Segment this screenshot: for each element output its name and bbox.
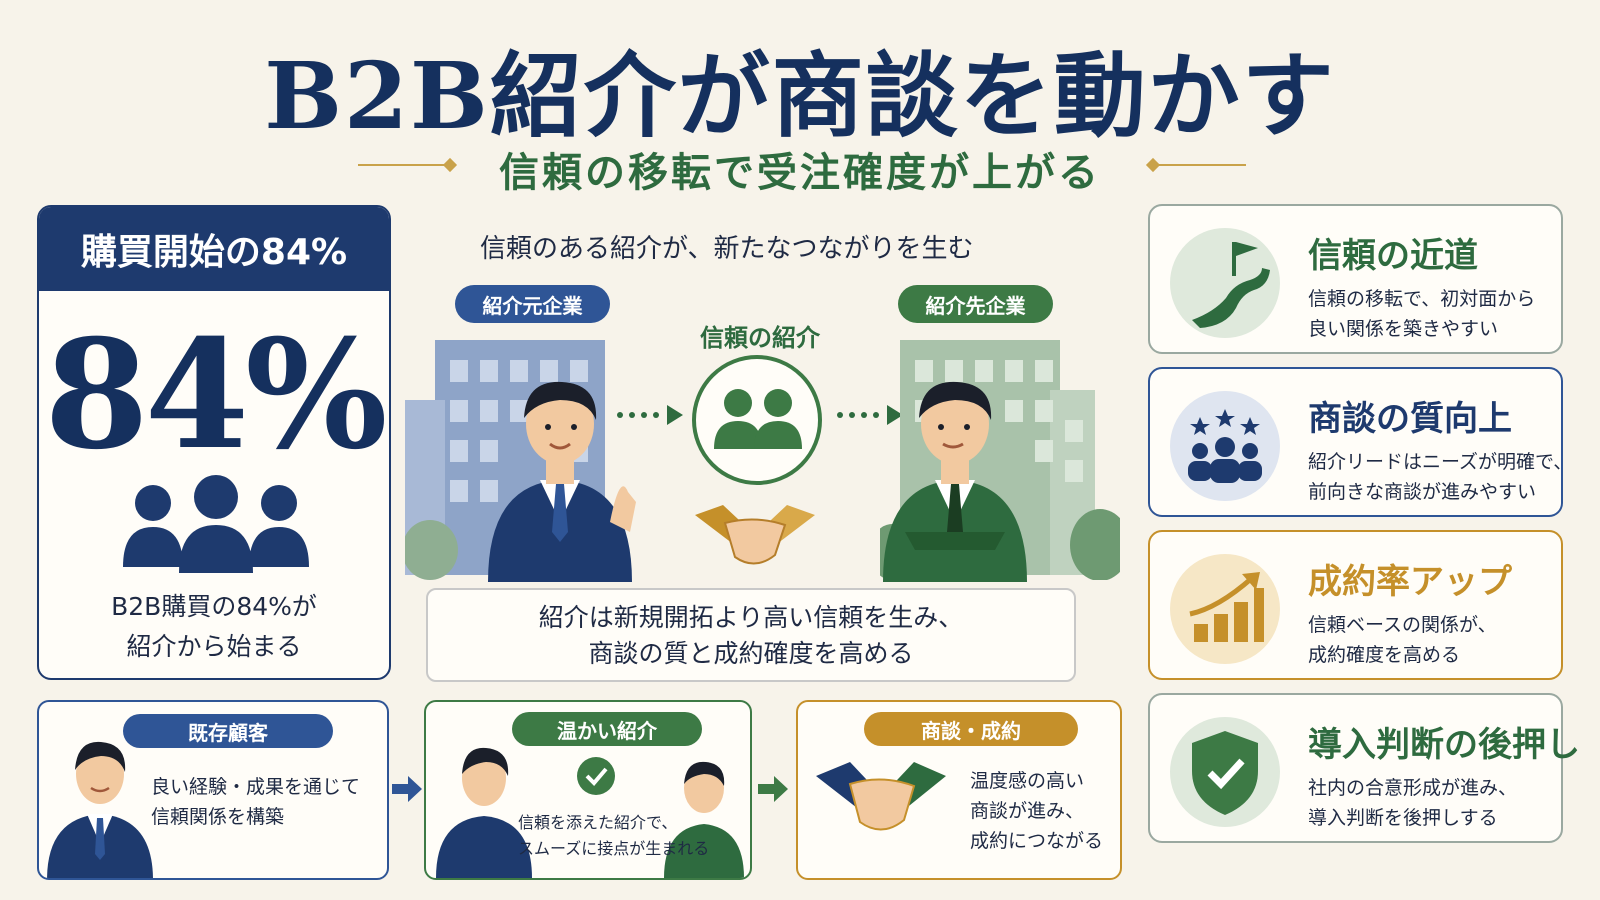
trust-referral-circle — [692, 355, 822, 485]
referrer-businessman-icon — [436, 747, 532, 878]
shield-check-icon — [1192, 731, 1258, 815]
feature-card-trust-shortcut: 信頼の近道 信頼の移転で、初対面から 良い関係を築きやすい — [1148, 204, 1563, 354]
flow-step-description: 温度感の高い 商談が進み、 成約につながる — [970, 770, 1104, 852]
feature-title: 商談の質向上 — [1308, 399, 1512, 439]
feature-card-adoption-push: 導入判断の後押し 社内の合意形成が進み、 導入判断を後押しする — [1148, 693, 1580, 843]
flow-arrow-1-icon — [392, 776, 422, 802]
flow-step-label: 温かい紹介 — [512, 712, 702, 746]
page-subtitle: 信頼の移転で受注確度が上がる — [499, 149, 1101, 196]
target-building-illustration — [880, 340, 1120, 580]
trust-referral-label: 信頼の紹介 — [700, 324, 820, 352]
flow-step-description: 良い経験・成果を通じて 信頼関係を構築 — [151, 776, 361, 828]
flag-road-icon — [1192, 242, 1270, 328]
two-people-icon — [714, 389, 802, 449]
team-stars-icon — [1188, 409, 1262, 483]
feature-title: 信頼の近道 — [1308, 236, 1478, 276]
flow-arrow-2-icon — [758, 776, 788, 802]
decor-line-right — [1156, 164, 1246, 166]
feature-card-deal-quality: 商談の質向上 紹介リードはニーズが明確で、 前向きな商談が進みやすい — [1148, 367, 1572, 517]
center-summary-box: 紹介は新規開拓より高い信頼を生み、 商談の質と成約確度を高める — [426, 588, 1076, 682]
feature-description: 紹介リードはニーズが明確で、 前向きな商談が進みやすい — [1308, 451, 1573, 503]
dotted-arrow-right — [837, 405, 903, 425]
stat-card-heading: 購買開始の84% — [39, 207, 389, 291]
stat-card-value: 84% — [44, 307, 387, 483]
check-circle-icon — [577, 757, 615, 795]
flow-step-deal-closing: 商談・成約 温度感の高い 商談が進み、 成約につながる — [796, 700, 1122, 880]
flow-step-existing-customer: 既存顧客 良い経験・成果を通じて 信頼関係を構築 — [37, 700, 389, 880]
flow-step-label: 既存顧客 — [123, 714, 333, 748]
feature-title: 導入判断の後押し — [1308, 725, 1580, 765]
flow-step-warm-referral: 温かい紹介 信頼を添えた紹介で、 スムーズに接点が生まれる — [424, 700, 752, 880]
stat-card: 購買開始の84% 84% B2B購買の84%が 紹介から始まる — [37, 205, 391, 680]
feature-description: 信頼の移転で、初対面から 良い関係を築きやすい — [1308, 288, 1536, 340]
source-company-label: 紹介元企業 — [455, 285, 610, 323]
flow-step-description: 信頼を添えた紹介で、 スムーズに接点が生まれる — [518, 813, 710, 858]
feature-description: 信頼ベースの関係が、 成約確度を高める — [1308, 614, 1497, 666]
feature-title: 成約率アップ — [1308, 562, 1512, 602]
dotted-arrow-left — [617, 405, 683, 425]
handshake-icon — [695, 505, 815, 565]
customer-businessman-icon — [47, 741, 153, 878]
recipient-businessman-icon — [664, 761, 744, 878]
handshake-icon — [816, 762, 946, 831]
growth-chart-icon — [1189, 572, 1264, 642]
page-title: B2B紹介が商談を動かす — [264, 42, 1336, 150]
decor-line-left — [358, 164, 448, 166]
target-businessman-icon — [883, 381, 1027, 582]
people-group-icon — [123, 475, 309, 573]
source-businessman-icon — [488, 381, 636, 582]
stat-card-description: B2B購買の84%が 紹介から始まる — [111, 592, 317, 661]
target-company-label: 紹介先企業 — [898, 285, 1053, 323]
feature-description: 社内の合意形成が進み、 導入判断を後押しする — [1308, 777, 1518, 829]
flow-step-label: 商談・成約 — [864, 712, 1078, 746]
center-heading: 信頼のある紹介が、新たなつながりを生む — [480, 234, 974, 264]
feature-card-close-rate: 成約率アップ 信頼ベースの関係が、 成約確度を高める — [1148, 530, 1563, 680]
